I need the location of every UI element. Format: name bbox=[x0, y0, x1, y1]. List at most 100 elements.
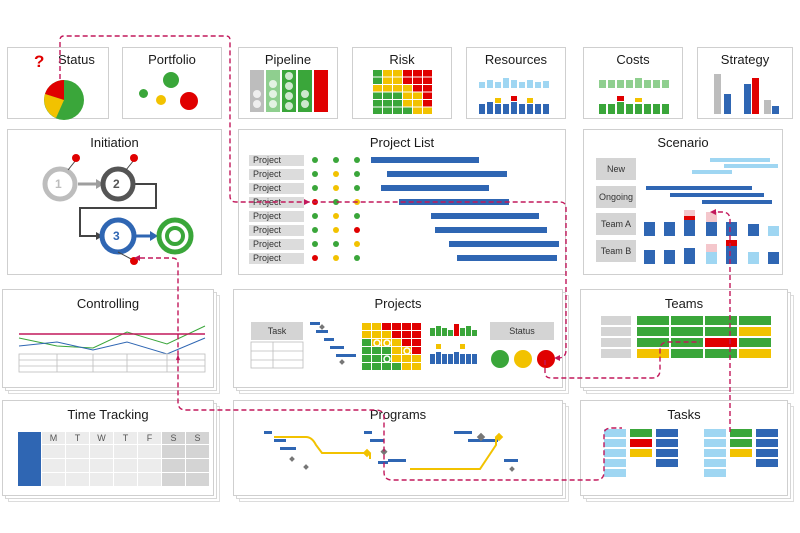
time-cell[interactable] bbox=[114, 445, 137, 459]
day-header: F bbox=[138, 432, 161, 445]
risk-panel[interactable]: Risk bbox=[352, 47, 452, 119]
project-row-label[interactable]: Project bbox=[249, 239, 304, 250]
project-status-dot bbox=[312, 241, 318, 247]
time-cell[interactable] bbox=[90, 445, 113, 459]
risk-cell bbox=[373, 92, 382, 99]
project-row-label[interactable]: Project bbox=[249, 169, 304, 180]
scenario-team-b[interactable]: Team B bbox=[596, 240, 636, 262]
project-row-label[interactable]: Project bbox=[249, 183, 304, 194]
strategy-panel[interactable]: Strategy bbox=[697, 47, 793, 119]
day-column: F bbox=[138, 432, 161, 487]
project-status-dot bbox=[354, 171, 360, 177]
controlling-panel[interactable]: Controlling bbox=[2, 289, 214, 388]
matrix-cell bbox=[362, 355, 371, 362]
time-cell[interactable] bbox=[114, 473, 137, 487]
time-cell[interactable] bbox=[42, 459, 65, 473]
costs-panel[interactable]: Costs bbox=[583, 47, 683, 119]
time-cell[interactable] bbox=[66, 459, 89, 473]
task-button[interactable]: Task bbox=[251, 322, 303, 340]
tasks-panel[interactable]: Tasks bbox=[580, 400, 788, 496]
time-cell[interactable] bbox=[42, 445, 65, 459]
time-cell[interactable] bbox=[162, 473, 185, 487]
risk-cell bbox=[403, 70, 412, 77]
project-status-dot bbox=[312, 213, 318, 219]
projects-panel[interactable]: Projects Task Status bbox=[233, 289, 563, 388]
time-cell[interactable] bbox=[162, 459, 185, 473]
day-column: W bbox=[90, 432, 113, 487]
scenario-team-a[interactable]: Team A bbox=[596, 213, 636, 235]
scenario-new[interactable]: New bbox=[596, 158, 636, 180]
scenario-ongoing[interactable]: Ongoing bbox=[596, 186, 636, 208]
day-column: S bbox=[162, 432, 185, 487]
portfolio-panel[interactable]: Portfolio bbox=[122, 47, 222, 119]
resources-panel[interactable]: Resources bbox=[466, 47, 566, 119]
task-card bbox=[730, 439, 752, 447]
matrix-cell bbox=[372, 331, 381, 338]
risk-cell bbox=[383, 85, 392, 92]
time-tracking-rows bbox=[18, 432, 41, 486]
time-cell[interactable] bbox=[66, 445, 89, 459]
time-cell[interactable] bbox=[42, 473, 65, 487]
project-status-dot bbox=[354, 185, 360, 191]
time-cell[interactable] bbox=[186, 459, 209, 473]
pipeline-chart bbox=[250, 70, 328, 112]
risk-cell bbox=[383, 92, 392, 99]
portfolio-bubble bbox=[156, 95, 166, 105]
project-bar bbox=[449, 241, 559, 247]
risk-cell bbox=[393, 77, 402, 84]
matrix-cell bbox=[382, 331, 391, 338]
team-cell bbox=[637, 338, 669, 347]
status-panel[interactable]: Status ? bbox=[7, 47, 109, 120]
day-column: M bbox=[42, 432, 65, 487]
time-cell[interactable] bbox=[138, 473, 161, 487]
time-cell[interactable] bbox=[90, 473, 113, 487]
project-status-dot bbox=[333, 255, 339, 261]
pipeline-title: Pipeline bbox=[264, 52, 312, 67]
team-cell bbox=[671, 316, 703, 325]
time-cell[interactable] bbox=[186, 473, 209, 487]
project-row-label[interactable]: Project bbox=[249, 197, 304, 208]
project-row-label[interactable]: Project bbox=[249, 211, 304, 222]
initiation-flow bbox=[42, 154, 194, 265]
day-column: T bbox=[114, 432, 137, 487]
team-cell bbox=[601, 316, 631, 325]
time-cell[interactable] bbox=[66, 473, 89, 487]
risk-cell bbox=[393, 70, 402, 77]
risk-cell bbox=[423, 85, 432, 92]
initiation-panel[interactable]: Initiation 1 2 3 bbox=[7, 129, 222, 275]
pipeline-panel[interactable]: Pipeline bbox=[238, 47, 338, 119]
time-cell[interactable] bbox=[138, 445, 161, 459]
task-card bbox=[704, 449, 726, 457]
risk-title: Risk bbox=[389, 52, 415, 67]
programs-panel[interactable]: Programs bbox=[233, 400, 563, 496]
project-status-dot bbox=[354, 241, 360, 247]
time-cell[interactable] bbox=[186, 445, 209, 459]
task-card bbox=[656, 449, 678, 457]
status-button[interactable]: Status bbox=[490, 322, 554, 340]
time-cell[interactable] bbox=[90, 459, 113, 473]
task-card bbox=[756, 459, 778, 467]
time-cell[interactable] bbox=[138, 459, 161, 473]
risk-cell bbox=[403, 107, 412, 114]
matrix-cell bbox=[412, 331, 421, 338]
project-status-dot bbox=[333, 199, 339, 205]
team-cell bbox=[601, 327, 631, 336]
project-status-dot bbox=[312, 199, 318, 205]
time-cell[interactable] bbox=[162, 445, 185, 459]
project-status-dot bbox=[312, 185, 318, 191]
teams-panel[interactable]: Teams bbox=[580, 289, 788, 388]
project-bar bbox=[399, 199, 509, 205]
risk-heatmap bbox=[373, 70, 432, 114]
matrix-cell bbox=[372, 355, 381, 362]
project-row-label[interactable]: Project bbox=[249, 155, 304, 166]
scenario-panel[interactable]: Scenario New Ongoing Team A Team B bbox=[583, 129, 783, 275]
project-row-label[interactable]: Project bbox=[249, 253, 304, 264]
matrix-cell bbox=[412, 323, 421, 330]
task-card bbox=[656, 439, 678, 447]
project-row-label[interactable]: Project bbox=[249, 225, 304, 236]
team-cell bbox=[739, 316, 771, 325]
time-cell[interactable] bbox=[114, 459, 137, 473]
